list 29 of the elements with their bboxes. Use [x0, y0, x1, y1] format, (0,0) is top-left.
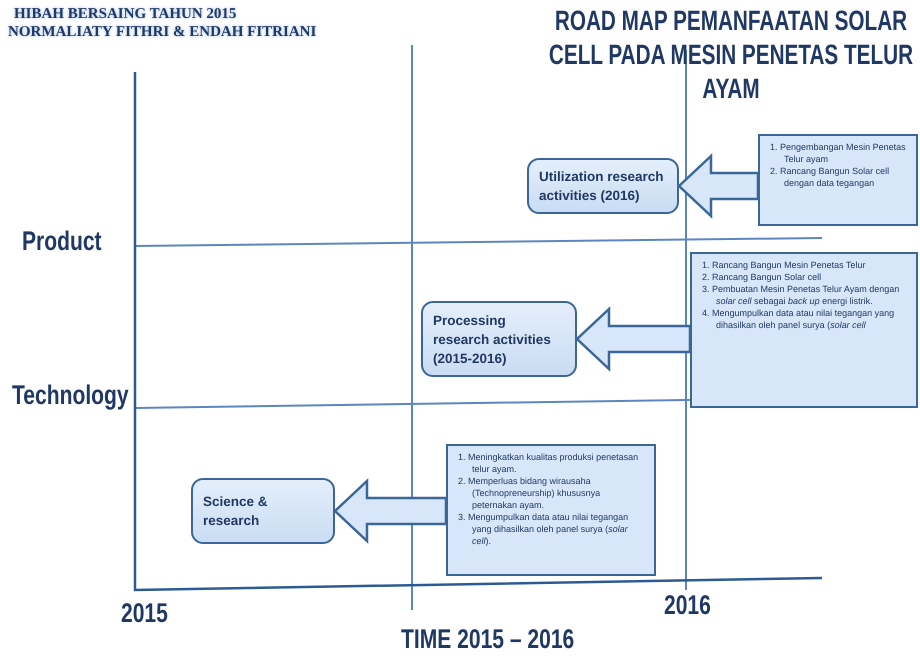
list-item: 3. Pembuatan Mesin Penetas Telur Ayam dengan solar cell sebagai back up energi listrik.: [702, 283, 900, 307]
box-label: Utilization research activities (2016): [539, 168, 665, 205]
axis-label: Product: [22, 226, 102, 257]
callout-box: [758, 134, 918, 226]
axis-title: TIME 2015 – 2016: [401, 624, 574, 655]
list-item: 1. Meningkatkan kualitas produksi penetasan telur ayam.: [458, 451, 640, 475]
header-text: NORMALIATY FITHRI & ENDAH FITRIANI: [8, 24, 316, 41]
list-item: 3. Mengumpulkan data atau nilai tegangan yang dihasilkan oleh panel surya (solar cell).: [458, 511, 630, 547]
year-label: 2015: [121, 598, 168, 629]
title: ROAD MAP PEMANFAATAN SOLAR CELL PADA MESIN PENETAS TELUR AYAM: [548, 4, 914, 106]
list-item: 2. Memperluas bidang wirausaha (Technopreneurship) khususnya peternakan ayam.: [458, 475, 602, 511]
callout-box: [690, 252, 918, 408]
list-item: 1. Rancang Bangun Mesin Penetas Telur: [702, 259, 866, 271]
rounded-box: [527, 158, 679, 214]
block-arrow: [333, 478, 448, 544]
list-item: 2. Rancang Bangun Solar cell: [702, 271, 822, 283]
box-label: Processing research activities (2015-2016): [433, 312, 552, 368]
rounded-box: [421, 301, 577, 377]
block-arrow: [677, 153, 760, 219]
header-text: HIBAH BERSAING TAHUN 2015: [14, 6, 236, 23]
callout-box: [446, 444, 656, 576]
box-label: Science & research: [203, 493, 269, 530]
year-label: 2016: [664, 590, 711, 621]
axis-label: Technology: [12, 380, 129, 411]
list-item: 1. Pengembangan Mesin Penetas Telur ayam: [770, 141, 907, 165]
block-arrow: [575, 306, 692, 372]
list-item: 4. Mengumpulkan data atau nilai tegangan yang dihasilkan oleh panel surya (solar cell: [702, 307, 896, 331]
list-item: 2. Rancang Bangun Solar cell dengan data tegangan: [770, 165, 890, 189]
rounded-box: [191, 478, 335, 544]
